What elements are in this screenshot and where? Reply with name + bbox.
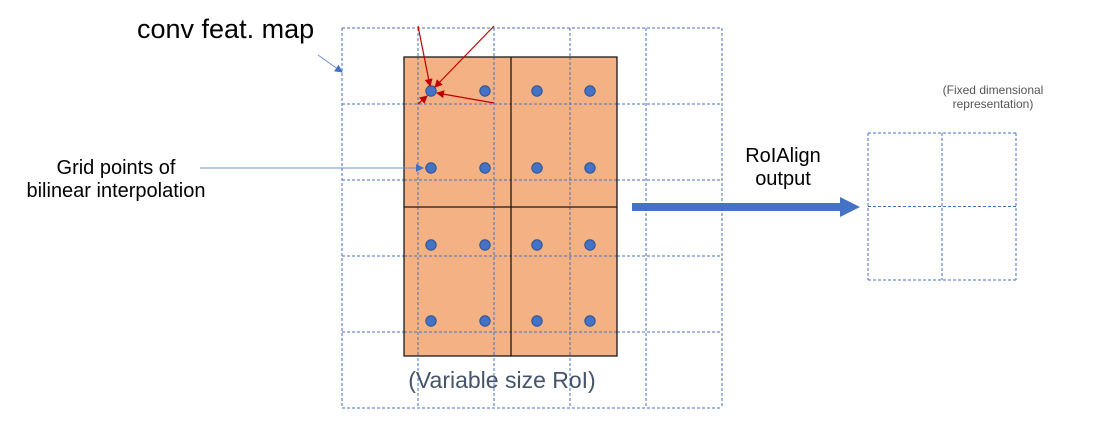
sample-point [425, 162, 437, 174]
neighbor-arrow [434, 25, 495, 88]
sample-point [479, 315, 491, 327]
sample-point [479, 162, 491, 174]
neighbor-arrow [417, 25, 433, 87]
sample-point [531, 85, 543, 97]
fixed-representation-label: (Fixed dimensional representation) [918, 83, 1068, 112]
sample-point [479, 239, 491, 251]
neighbor-arrow [417, 95, 428, 105]
neighbor-arrows [417, 25, 495, 105]
conv-feat-map-label: conv feat. map [137, 14, 315, 44]
variable-size-roi-label: (Variable size RoI) [408, 367, 596, 393]
sample-point [531, 162, 543, 174]
sample-point [479, 85, 491, 97]
grid-points-label-line1: Grid points of [56, 157, 176, 179]
sample-point [584, 239, 596, 251]
pointer-lines [200, 54, 424, 172]
roialign-output-arrow [632, 197, 860, 217]
sample-point [531, 315, 543, 327]
output-arrow [632, 197, 860, 217]
sample-point [425, 239, 437, 251]
sample-point [531, 239, 543, 251]
sample-point [584, 315, 596, 327]
sample-point [584, 85, 596, 97]
fixed-representation-label-line2: representation) [952, 97, 1034, 112]
grid-points-label: Grid points of bilinear interpolation [0, 157, 232, 203]
sample-points [425, 85, 596, 327]
sample-point [425, 85, 437, 97]
roialign-output-label-line2: output [755, 168, 811, 190]
roialign-output-label: RoIAlign output [742, 145, 824, 191]
neighbor-arrow [436, 90, 495, 104]
grid-points-label-line2: bilinear interpolation [26, 180, 206, 202]
conv-feat-map-pointer [317, 54, 343, 73]
sample-point [425, 315, 437, 327]
roialign-output-label-line1: RoIAlign [745, 145, 821, 167]
roi-box [403, 56, 618, 357]
output-grid [867, 132, 1017, 281]
sample-point [584, 162, 596, 174]
fixed-representation-label-line1: (Fixed dimensional [942, 83, 1044, 97]
